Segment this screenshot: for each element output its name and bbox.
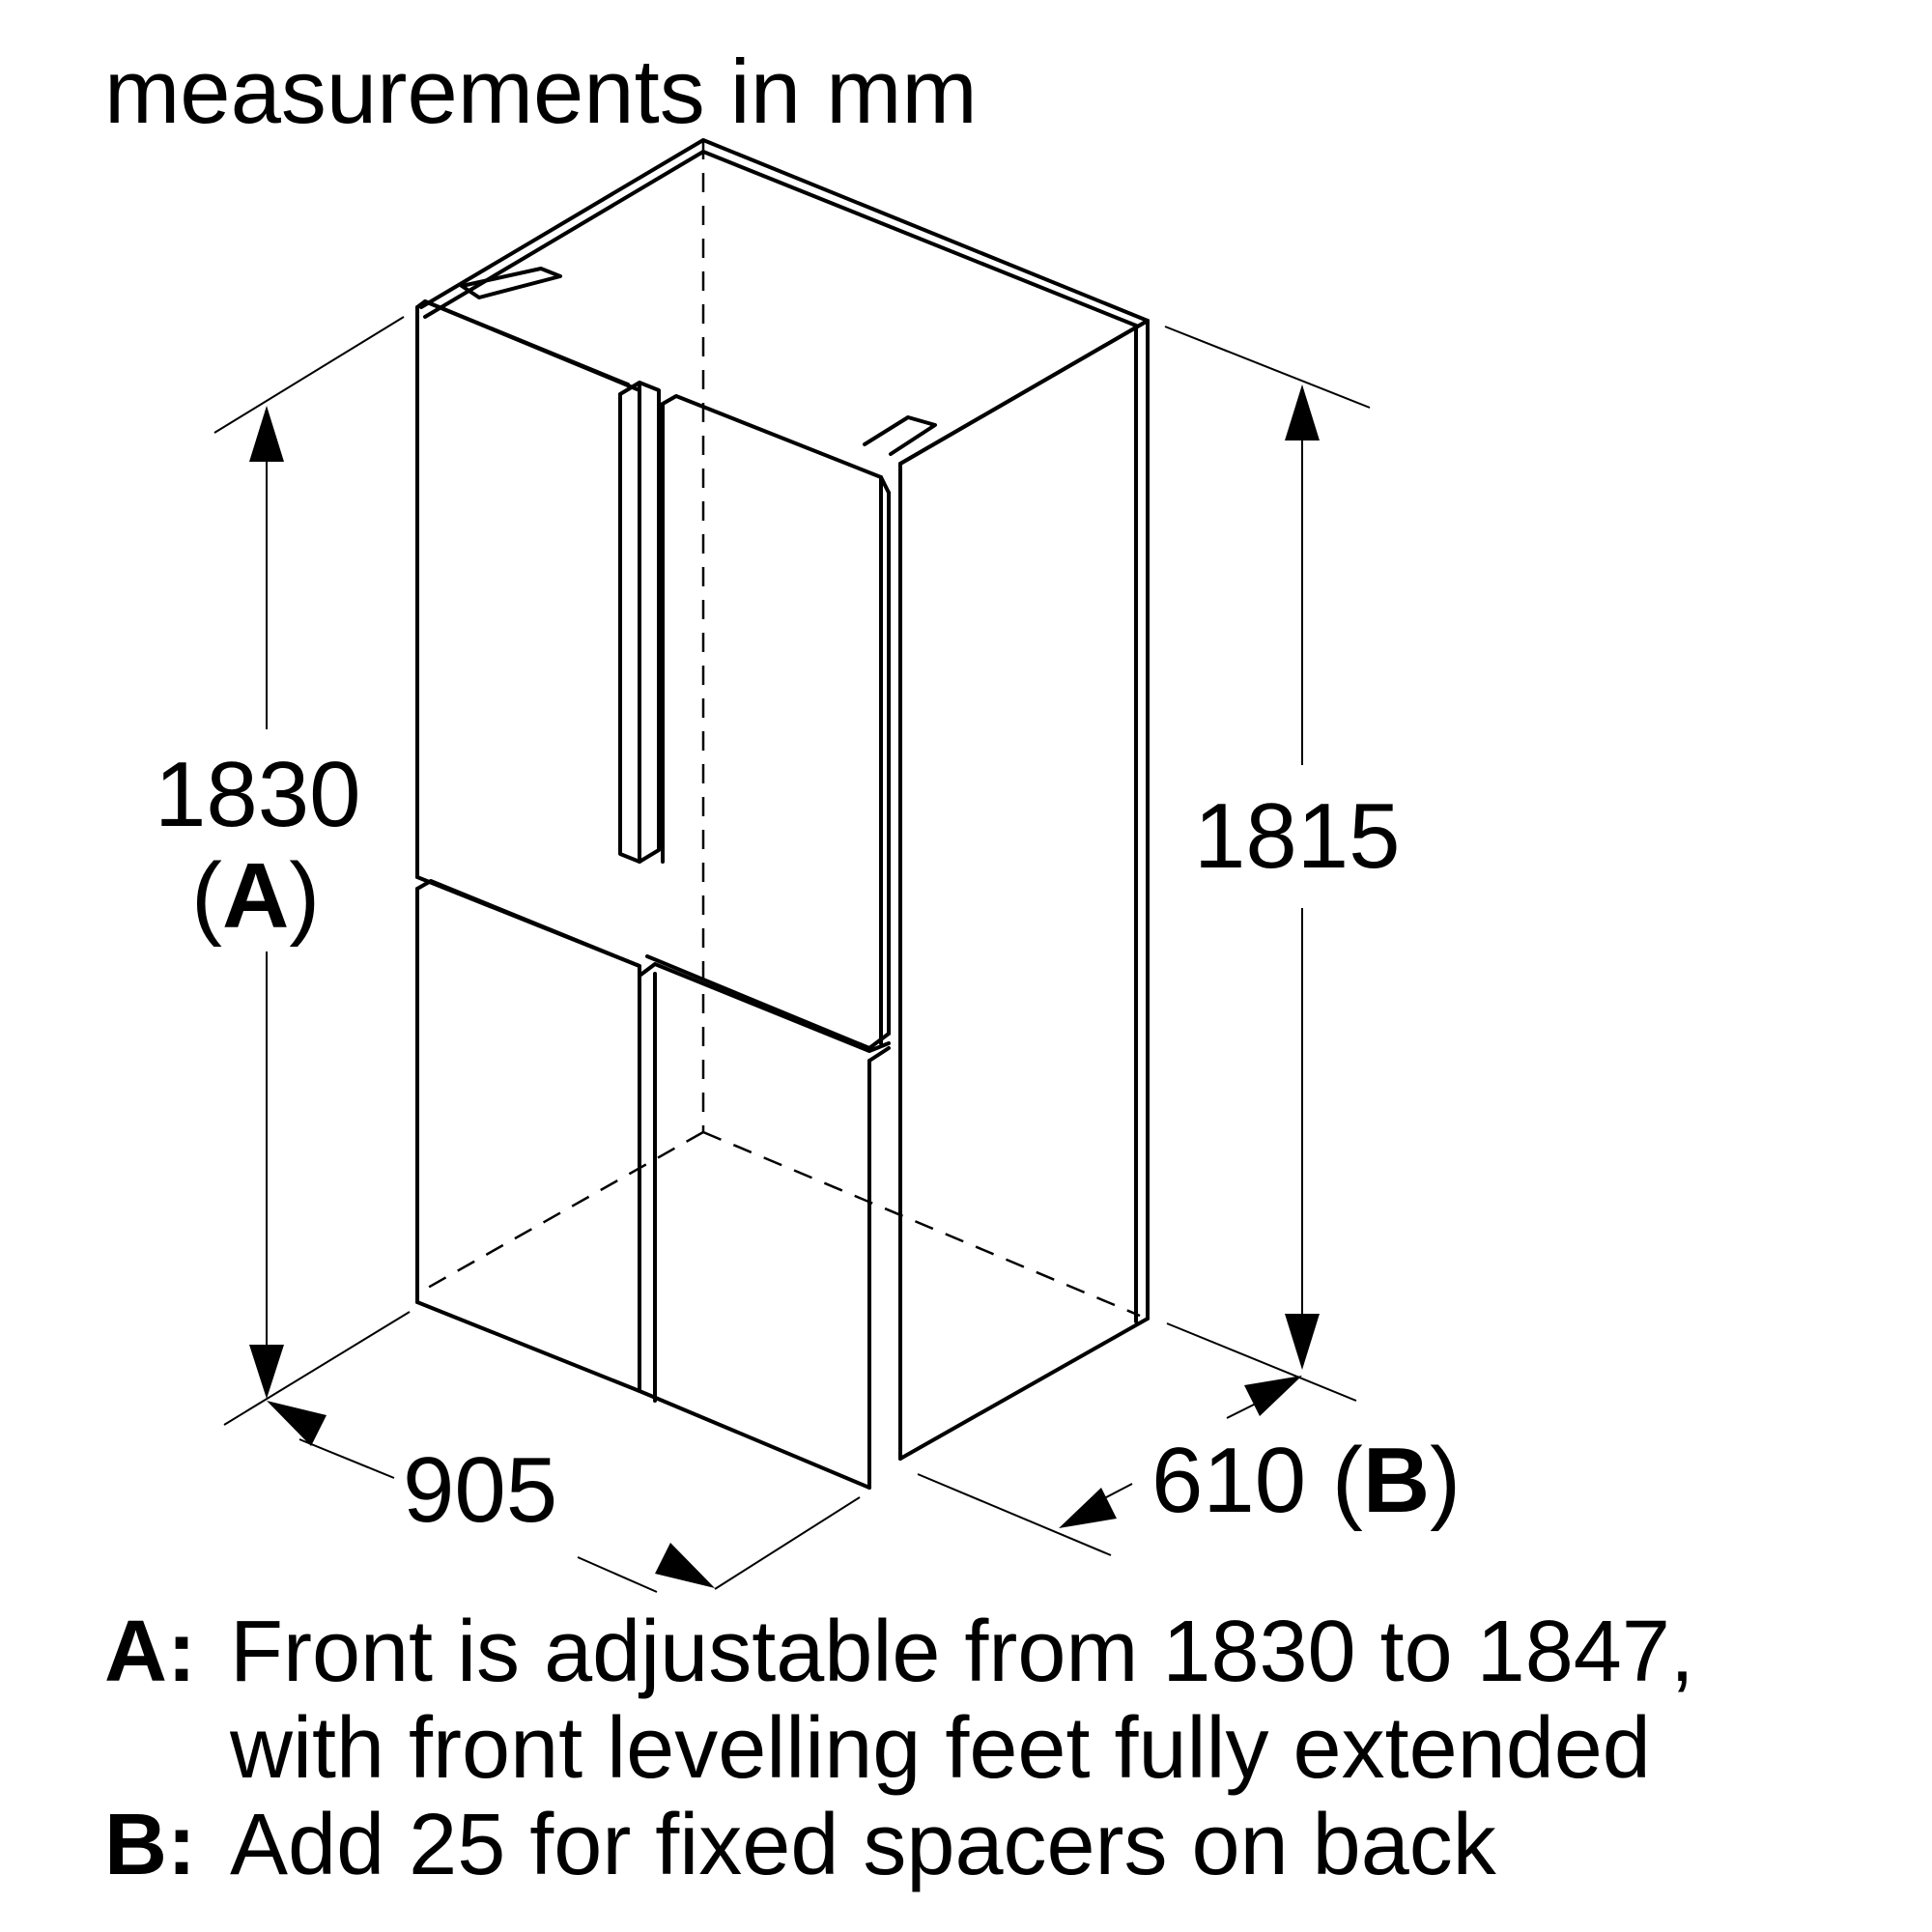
note-a-key: A: — [104, 1604, 196, 1700]
diagram-title: measurements in mm — [104, 41, 978, 142]
paren-open: ( — [1331, 1429, 1363, 1532]
arrow-up-right — [1244, 1376, 1302, 1416]
height-back-value: 1815 — [1194, 784, 1401, 888]
dimension-height-front — [213, 316, 411, 1426]
lower-left-drawer — [415, 879, 641, 1393]
height-front-tag: (A) — [191, 850, 320, 943]
arrow-down — [1285, 1314, 1320, 1370]
fridge-top — [419, 138, 1150, 466]
note-b-line-1: Add 25 for fixed spacers on back — [230, 1797, 1496, 1893]
arrow-right — [655, 1543, 715, 1588]
height-front-value: 1830 — [155, 743, 361, 846]
lower-right-drawer — [638, 962, 891, 1490]
arrow-left — [267, 1401, 327, 1446]
paren-open: ( — [191, 844, 222, 948]
tag-letter: A — [221, 844, 290, 948]
paren-close: ) — [1430, 1429, 1462, 1532]
dimension-height-back — [1164, 326, 1371, 1402]
paren-close: ) — [289, 844, 321, 948]
note-a-line-1: Front is adjustable from 1830 to 1847, — [230, 1604, 1694, 1700]
arrow-down — [249, 1345, 284, 1399]
fridge-side — [898, 319, 1150, 1461]
dimension-width — [267, 1401, 861, 1593]
arrow-down-left — [1059, 1488, 1117, 1528]
depth-value: 610 — [1151, 1429, 1307, 1532]
upper-left-door — [415, 299, 661, 968]
arrow-up — [1285, 384, 1320, 440]
note-b-key: B: — [104, 1797, 196, 1893]
depth-label: 610 (B) — [1151, 1435, 1461, 1527]
dimension-depth — [917, 1376, 1302, 1556]
tag-letter: B — [1362, 1429, 1431, 1532]
note-a-line-2: with front levelling feet fully extended — [230, 1700, 1651, 1797]
hidden-edges — [418, 140, 1141, 1318]
arrow-up — [249, 406, 284, 462]
width-value: 905 — [403, 1438, 558, 1542]
upper-right-door — [645, 394, 891, 1050]
